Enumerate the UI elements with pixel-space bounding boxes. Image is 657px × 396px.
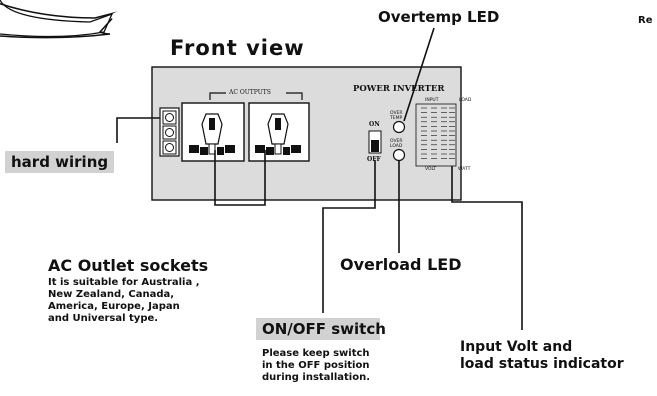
overtemp-led <box>392 120 406 134</box>
onoff-switch-rocker <box>371 140 379 152</box>
corner-text: Re <box>638 15 653 26</box>
leader-hard-wiring <box>116 117 160 143</box>
callout-onoff-switch: ON/OFF switch <box>256 318 386 340</box>
callout-input-volt: Input Volt and load status indicator <box>460 339 624 372</box>
leader-overtemp <box>403 27 435 122</box>
callout-overload-led: Overload LED <box>340 255 462 274</box>
meter-scale-marks <box>421 107 455 159</box>
callout-hard-wiring: hard wiring <box>5 151 115 173</box>
meter-watt-label: WATT <box>458 167 471 172</box>
ac-outlet-socket-2 <box>248 102 310 162</box>
ac-outputs-bracket <box>209 92 303 100</box>
leader-meter <box>451 166 523 330</box>
callout-onoff-desc: Please keep switch in the OFF position d… <box>262 348 371 383</box>
speech-bubble <box>0 2 121 39</box>
terminal-screw-mid <box>162 125 177 140</box>
speech-bubble-outline <box>0 0 114 38</box>
leader-lines <box>116 27 523 330</box>
meter-volt-label: VOLT <box>425 167 437 172</box>
switch-off-label: OFF <box>367 156 381 163</box>
terminal-screw-top-head <box>165 113 174 122</box>
terminal-screw-bot <box>162 140 177 155</box>
overload-led <box>392 148 406 162</box>
leader-ac-outlets <box>214 150 266 206</box>
ac-outlet-socket-1 <box>181 102 245 162</box>
terminal-screw-bot-head <box>165 143 174 152</box>
panel-brand: POWER INVERTER <box>353 84 445 94</box>
switch-on-label: ON <box>369 121 380 128</box>
diagram-title: Front view <box>170 36 305 60</box>
ac-outputs-label: AC OUTPUTS <box>229 89 271 96</box>
status-meter <box>415 103 457 167</box>
speech-bubble-tail <box>108 0 140 30</box>
callout-overtemp-led: Overtemp LED <box>378 8 500 26</box>
terminal-screw-mid-head <box>165 128 174 137</box>
meter-load-label: LOAD <box>459 98 472 103</box>
meter-input-label: INPUT <box>425 98 439 103</box>
leader-onoff <box>322 160 376 313</box>
callout-ac-outlet-title: AC Outlet sockets <box>48 256 209 275</box>
terminal-screw-top <box>162 110 177 125</box>
callout-ac-outlet-desc: It is suitable for Australia , New Zeala… <box>48 277 200 324</box>
